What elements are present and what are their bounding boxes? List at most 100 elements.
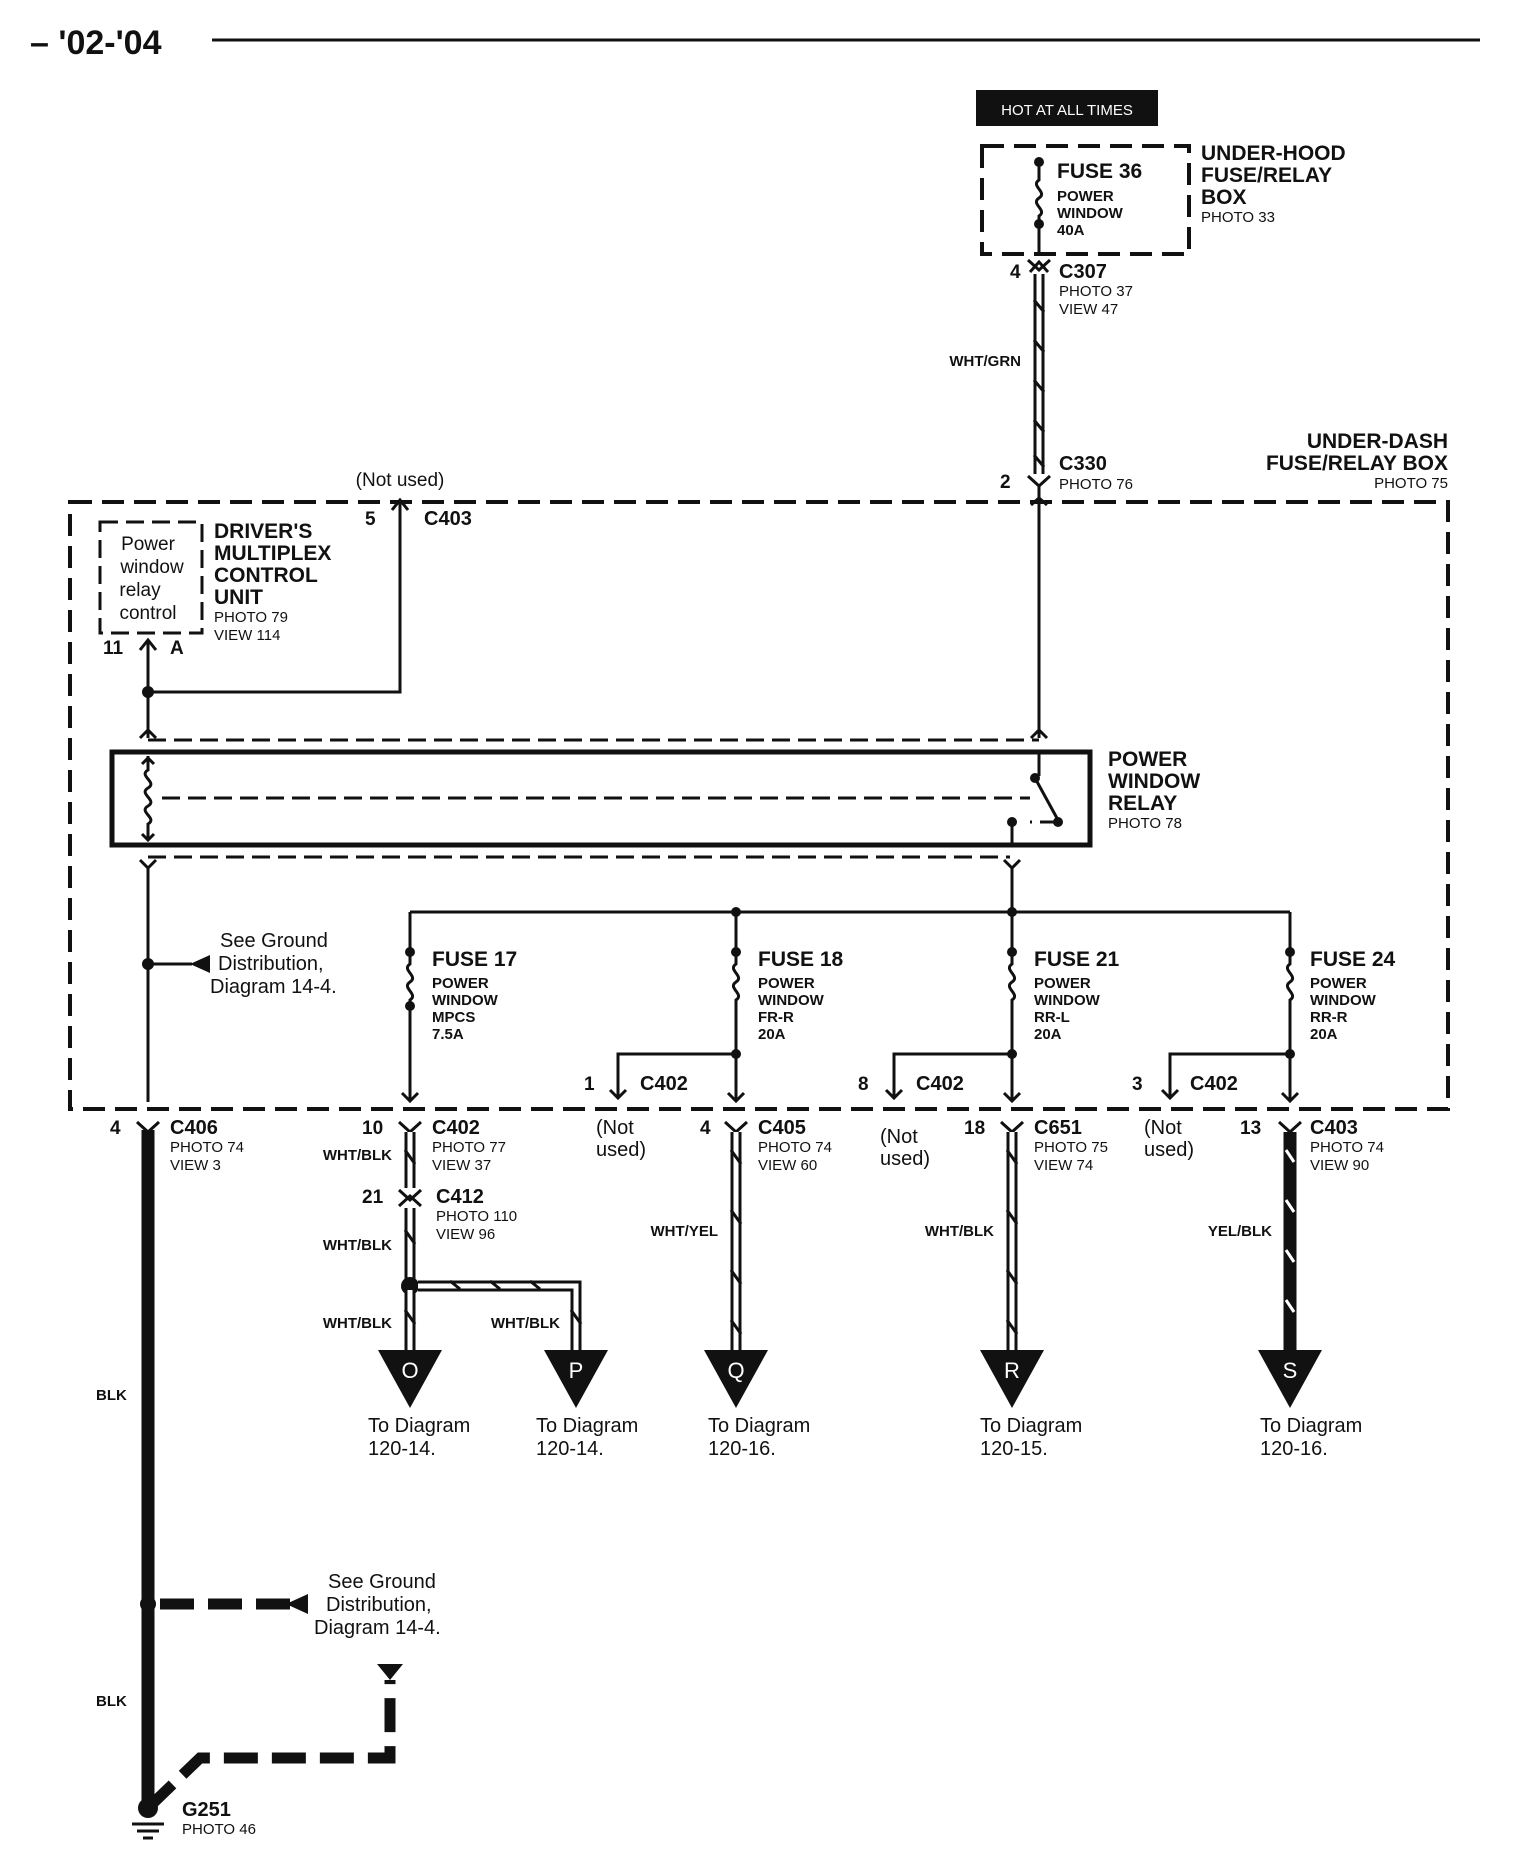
fuse-21-title: FUSE 21 <box>1034 948 1120 971</box>
dest-s-l2: 120-16. <box>1260 1438 1328 1460</box>
relay-box <box>109 749 1093 848</box>
connector-c403-13: 13 C403 PHOTO 74 VIEW 90 <box>1240 1117 1384 1174</box>
not-used-2-l1: (Not <box>880 1126 918 1148</box>
ground-note-2-l2: Distribution, <box>326 1594 432 1616</box>
ground-note-2-l3: Diagram 14-4. <box>314 1617 441 1639</box>
c651-pin: 18 <box>964 1118 985 1139</box>
under-dash-name-1: UNDER-DASH <box>1307 430 1448 453</box>
wire-yelblk-label: YEL/BLK <box>1208 1223 1272 1240</box>
fuse-24-l1: POWER <box>1310 975 1367 992</box>
wire-wht-grn-label: WHT/GRN <box>949 353 1021 370</box>
destination-o: O To Diagram 120-14. <box>368 1350 470 1460</box>
c405-photo: PHOTO 74 <box>758 1139 832 1156</box>
relay-connections <box>138 496 1049 859</box>
relay-photo: PHOTO 78 <box>1108 815 1182 832</box>
not-used-3-l2: used) <box>1144 1139 1194 1161</box>
hot-at-all-times-label: HOT AT ALL TIMES <box>976 90 1158 126</box>
fuse-21-l4: 20A <box>1034 1026 1062 1043</box>
c406-pin: 4 <box>110 1118 121 1139</box>
fuse-18-title: FUSE 18 <box>758 948 844 971</box>
fuse-24-l2: WINDOW <box>1310 992 1377 1009</box>
c402-unused-8-pin: 8 <box>858 1074 869 1095</box>
ground-note-1: See Ground Distribution, Diagram 14-4. <box>142 930 337 998</box>
relay-outputs <box>138 858 1290 1102</box>
c330-name: C330 <box>1059 453 1107 475</box>
under-hood-name-1: UNDER-HOOD <box>1201 142 1346 165</box>
under-hood-box-outline <box>980 144 1191 256</box>
fuse-21-l1: POWER <box>1034 975 1091 992</box>
mcu-inner-4: control <box>119 603 176 624</box>
c403-13-view: VIEW 90 <box>1310 1157 1369 1174</box>
fuse-36-title: FUSE 36 <box>1057 160 1142 183</box>
not-used-1-l2: used) <box>596 1139 646 1161</box>
mcu-pin-letter: A <box>170 638 184 659</box>
year-range: – '02-'04 <box>30 24 162 62</box>
fuse-36-line1: POWER <box>1057 188 1114 205</box>
c402-10-view: VIEW 37 <box>432 1157 491 1174</box>
arrow-q-icon <box>704 1350 768 1408</box>
mcu-name-4: UNIT <box>214 586 263 609</box>
c406-photo: PHOTO 74 <box>170 1139 244 1156</box>
connector-c307: 4 C307 PHOTO 37 VIEW 47 <box>1010 258 1133 318</box>
wire-wht-blk-fuse17: WHT/BLK 21 C412 PHOTO 110 VIEW 96 WHT/BL… <box>323 1132 583 1350</box>
c651-photo: PHOTO 75 <box>1034 1139 1108 1156</box>
c402-unused-8-name: C402 <box>916 1073 964 1095</box>
power-window-relay: POWER WINDOW RELAY PHOTO 78 <box>109 748 1200 848</box>
c403-top-pin: 5 <box>365 509 376 530</box>
dest-s-letter: S <box>1283 1358 1298 1383</box>
dest-o-letter: O <box>401 1358 418 1383</box>
relay-name-1: POWER <box>1108 748 1187 771</box>
c405-name: C405 <box>758 1117 806 1139</box>
relay-name-3: RELAY <box>1108 792 1177 815</box>
fuse-18: FUSE 18 POWER WINDOW FR-R 20A 1 C402 <box>584 912 844 1104</box>
fuse-36-line3: 40A <box>1057 222 1085 239</box>
wire-whtyel-label: WHT/YEL <box>651 1223 719 1240</box>
under-hood-photo: PHOTO 33 <box>1201 209 1275 226</box>
mcu-inner-box <box>98 520 204 635</box>
c403-13-photo: PHOTO 74 <box>1310 1139 1384 1156</box>
fuse-21-l3: RR-L <box>1034 1009 1070 1026</box>
wire-whtblk-4: WHT/BLK <box>491 1315 560 1332</box>
wire-wht-blk-fuse21: WHT/BLK <box>925 1132 1019 1350</box>
under-hood-name-2: FUSE/RELAY <box>1201 164 1332 187</box>
wire-whtblk-3: WHT/BLK <box>323 1315 392 1332</box>
mcu-name-3: CONTROL <box>214 564 318 587</box>
dest-o-l2: 120-14. <box>368 1438 436 1460</box>
page-header: – '02-'04 <box>30 24 1480 62</box>
fuse-17: FUSE 17 POWER WINDOW MPCS 7.5A <box>400 912 517 1104</box>
c403-13-pin: 13 <box>1240 1118 1261 1139</box>
under-hood-name-3: BOX <box>1201 186 1247 209</box>
under-dash-label: UNDER-DASH FUSE/RELAY BOX PHOTO 75 <box>1266 430 1448 492</box>
ground-note-2: See Ground Distribution, Diagram 14-4. <box>314 1571 441 1639</box>
fuse-18-l3: FR-R <box>758 1009 794 1026</box>
ground-note-1-l1: See Ground <box>220 930 328 952</box>
destination-p: P To Diagram 120-14. <box>536 1350 638 1460</box>
c402-unused-1-pin: 1 <box>584 1074 595 1095</box>
c330-pin: 2 <box>1000 472 1011 493</box>
ground-g251: G251 PHOTO 46 <box>132 1798 256 1840</box>
dest-p-l2: 120-14. <box>536 1438 604 1460</box>
not-used-2-l2: used) <box>880 1148 930 1170</box>
c412-pin: 21 <box>362 1187 384 1208</box>
relay-name-2: WINDOW <box>1108 770 1200 793</box>
dest-r-letter: R <box>1004 1358 1020 1383</box>
fuse-36-symbol <box>1034 162 1044 224</box>
dest-o-l1: To Diagram <box>368 1415 470 1437</box>
mcu-inner-3: relay <box>119 580 161 601</box>
fuse-24-title: FUSE 24 <box>1310 948 1396 971</box>
wire-whtblk-2: WHT/BLK <box>323 1237 392 1254</box>
g251-photo: PHOTO 46 <box>182 1821 256 1838</box>
c412-view: VIEW 96 <box>436 1226 495 1243</box>
fuse-21-l2: WINDOW <box>1034 992 1101 1009</box>
ground-note-1-l2: Distribution, <box>218 953 324 975</box>
fuse-24-l4: 20A <box>1310 1026 1338 1043</box>
connector-c402-10: 10 C402 PHOTO 77 VIEW 37 <box>362 1117 506 1174</box>
not-used-labels: (Not used) (Not used) (Not used) <box>596 1117 1194 1170</box>
mcu-pin-number: 11 <box>103 638 124 659</box>
fuse-17-title: FUSE 17 <box>432 948 517 971</box>
c406-view: VIEW 3 <box>170 1157 221 1174</box>
c406-name: C406 <box>170 1117 218 1139</box>
hot-at-all-times-text: HOT AT ALL TIMES <box>1001 102 1133 119</box>
c412-name: C412 <box>436 1186 484 1208</box>
fuse-24: FUSE 24 POWER WINDOW RR-R 20A 3 C402 <box>1132 912 1396 1104</box>
